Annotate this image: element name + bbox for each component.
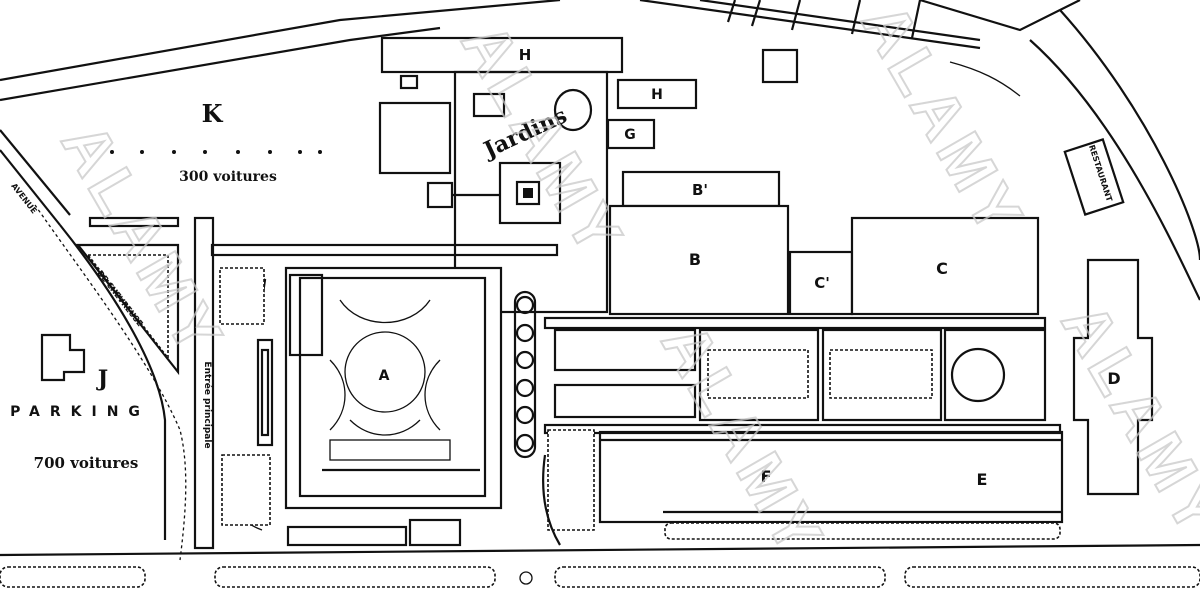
label-b-prime: B' (692, 181, 708, 199)
parking-k-dots (110, 150, 322, 154)
label-h-small: H (651, 87, 663, 103)
label-d: D (1107, 369, 1120, 388)
label-entree-principale: Entrée principale (202, 361, 213, 448)
svg-text:ALAMY: ALAMY (48, 111, 239, 370)
label-c: C (936, 259, 948, 278)
label-e: E (977, 470, 988, 489)
building-b (608, 204, 790, 316)
small-square (426, 181, 454, 209)
label-700-voitures: 700 voitures (34, 454, 139, 472)
building-fe (598, 430, 1064, 524)
building-d (1072, 258, 1154, 496)
svg-text:ALAMY: ALAMY (848, 0, 1039, 250)
bottom-hedges (0, 522, 1200, 588)
label-avenue: AVENUE (9, 182, 38, 216)
small-pavilion (399, 74, 419, 90)
building-h-top (380, 36, 624, 74)
label-k: K (202, 99, 224, 128)
svg-text:ALAMY: ALAMY (1048, 291, 1200, 550)
jardins-enclosure (453, 70, 609, 314)
buildings (378, 36, 1154, 524)
building-j (40, 333, 86, 382)
building-left-square (378, 101, 452, 175)
building-c (850, 216, 1040, 316)
top-right-lots (726, 0, 1021, 97)
building-h-small (616, 78, 698, 110)
building-g (606, 118, 656, 150)
kiosk-square (761, 48, 799, 84)
label-j: J (96, 366, 108, 392)
building-c-prime (788, 250, 854, 316)
label-h-top: H (519, 46, 532, 64)
fountain-circles (513, 290, 537, 585)
label-g: G (624, 127, 636, 143)
roads (0, 0, 1200, 561)
restaurant-building (1063, 138, 1125, 216)
label-b: B (689, 250, 701, 269)
label-c-prime: C' (814, 274, 830, 292)
label-300-voitures: 300 voitures (179, 169, 277, 185)
label-f: F (761, 467, 772, 486)
label-a: A (379, 368, 390, 384)
palace-a (193, 216, 559, 550)
left-triangle-green (75, 216, 180, 376)
parterres (219, 267, 1062, 546)
label-parking: PARKING (10, 404, 150, 420)
